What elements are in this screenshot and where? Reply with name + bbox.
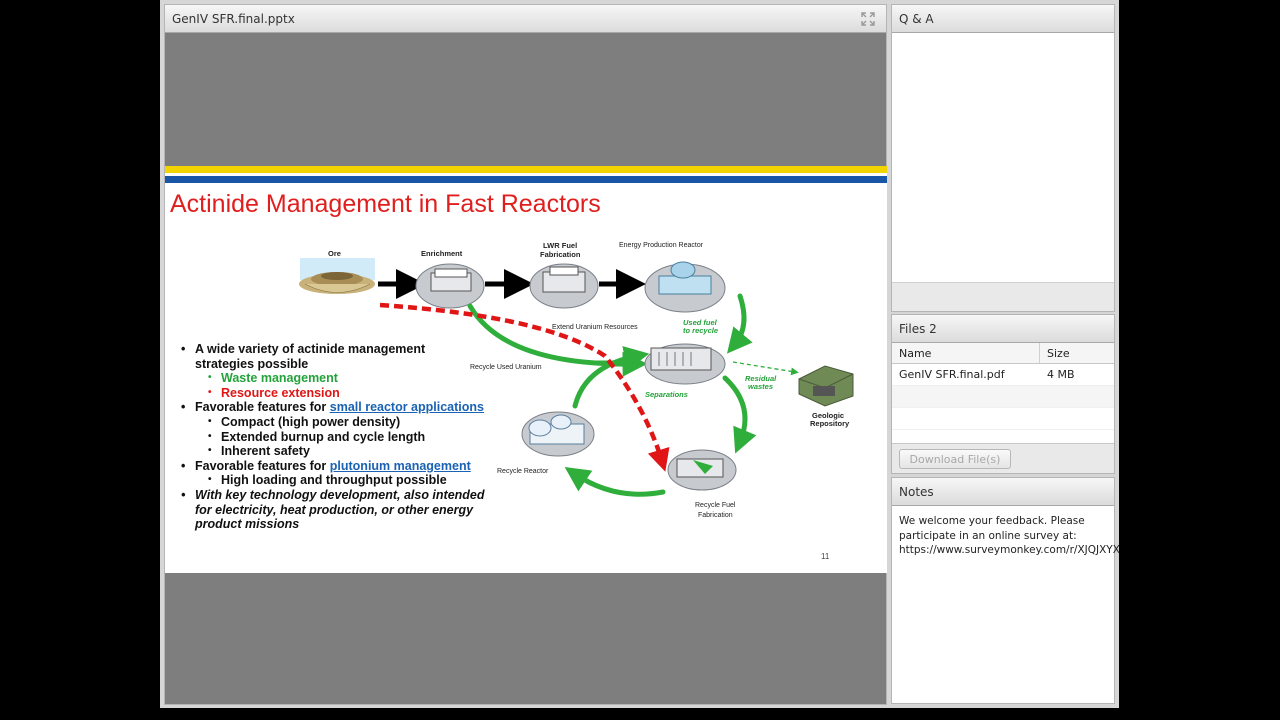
red-dashed-arrow <box>379 302 670 472</box>
label-lwr-line1: LWR Fuel <box>543 241 577 250</box>
bullet-1-line2: strategies possible <box>195 356 309 371</box>
label-separations: Separations <box>645 390 688 399</box>
slide-title: Actinide Management in Fast Reactors <box>170 190 601 218</box>
enrichment-facility-image <box>415 263 485 309</box>
presentation-pod: GenIV SFR.final.pptx Actinide Management… <box>164 4 887 705</box>
notes-line2: participate in an online survey at: <box>899 529 1077 542</box>
notes-line1: We welcome your feedback. Please <box>899 515 1085 527</box>
label-enrichment: Enrichment <box>421 249 463 258</box>
ore-image <box>299 258 375 294</box>
files-header-row: Name Size <box>892 343 1114 364</box>
empty-row <box>892 386 1114 408</box>
notes-pod: Notes We welcome your feedback. Please p… <box>891 477 1120 704</box>
bullet-4-line3: product missions <box>195 517 300 532</box>
fuel-cycle-diagram: Ore Enrichment LWR Fuel Fabrication Ener… <box>299 241 854 519</box>
label-recycle-fuel-line1: Recycle Fuel <box>695 502 736 509</box>
files-table: Name Size GenIV SFR.final.pdf 4 MB <box>892 343 1114 430</box>
label-residual-line1: Residual <box>745 374 777 383</box>
label-used-fuel-line1: Used fuel <box>683 318 718 327</box>
label-recycle-fuel-line2: Fabrication <box>698 512 733 519</box>
fullscreen-icon[interactable] <box>860 11 876 27</box>
slide: Actinide Management in Fast Reactors <box>165 166 887 573</box>
bullet-2-sub3: Inherent safety <box>179 444 519 459</box>
bullet-2-prefix: Favorable features for <box>195 400 330 415</box>
slide-header-band-blue <box>165 176 887 183</box>
bullet-2-sub2: Extended burnup and cycle length <box>179 430 519 445</box>
bullet-3: Favorable features for plutonium managem… <box>179 459 519 474</box>
bullet-1-sub2: Resource extension <box>179 386 519 401</box>
files-footer: Download File(s) <box>892 443 1114 473</box>
bullet-2: Favorable features for small reactor app… <box>179 400 519 415</box>
download-files-button[interactable]: Download File(s) <box>899 449 1011 469</box>
notes-survey-link[interactable]: https://www.surveymonkey.com/r/XJQJXYX <box>899 544 1120 557</box>
meeting-window: GenIV SFR.final.pptx Actinide Management… <box>160 0 1120 708</box>
file-name: GenIV SFR.final.pdf <box>899 368 1005 381</box>
lwr-fuel-fabrication-image <box>529 263 599 309</box>
bullet-4-line1: With key technology development, also in… <box>195 487 485 502</box>
green-recycle-arrows <box>467 293 757 497</box>
energy-reactor-image <box>644 261 726 313</box>
qa-pod: Q & A <box>891 4 1115 312</box>
column-header-name[interactable]: Name <box>892 343 1040 363</box>
files-title: Files 2 <box>899 321 937 336</box>
qa-title: Q & A <box>899 11 934 26</box>
file-size: 4 MB <box>1047 368 1075 381</box>
presentation-pod-header: GenIV SFR.final.pptx <box>165 5 886 33</box>
label-geologic-line2: Repository <box>810 419 850 428</box>
file-row[interactable]: GenIV SFR.final.pdf 4 MB <box>892 364 1114 386</box>
label-energy-reactor: Energy Production Reactor <box>619 242 704 249</box>
bullet-4-line2: for electricity, heat production, or oth… <box>195 502 474 517</box>
bullet-3-sub1: High loading and throughput possible <box>179 473 519 488</box>
notes-text: We welcome your feedback. Please partici… <box>899 514 1120 558</box>
label-lwr-line2: Fabrication <box>540 250 581 259</box>
notes-pod-header: Notes <box>892 478 1114 506</box>
bullet-3-prefix: Favorable features for <box>195 458 330 473</box>
qa-footer <box>892 283 1114 311</box>
plutonium-management-link[interactable]: plutonium management <box>329 458 471 473</box>
label-geologic-line1: Geologic <box>812 411 844 420</box>
bullet-1-line1: A wide variety of actinide management <box>195 342 426 356</box>
label-used-fuel-line2: to recycle <box>683 326 718 335</box>
notes-title: Notes <box>899 484 934 499</box>
presentation-title: GenIV SFR.final.pptx <box>172 11 295 26</box>
geologic-repository-image <box>798 365 854 407</box>
bullet-2-sub1: Compact (high power density) <box>179 415 519 430</box>
label-residual-line2: wastes <box>748 382 773 391</box>
files-pod-header: Files 2 <box>892 315 1114 343</box>
recycle-reactor-image <box>521 411 595 457</box>
bullet-4: With key technology development, also in… <box>179 488 519 532</box>
separations-facility-image <box>644 343 726 385</box>
column-header-size[interactable]: Size <box>1047 346 1070 360</box>
label-recycle-reactor: Recycle Reactor <box>497 468 549 475</box>
files-pod: Files 2 Name Size GenIV SFR.final.pdf 4 … <box>891 314 1115 474</box>
qa-message-area[interactable] <box>892 33 1114 283</box>
bullet-1: A wide variety of actinide management st… <box>179 342 519 371</box>
label-extend-uranium: Extend Uranium Resources <box>552 324 638 331</box>
qa-pod-header: Q & A <box>892 5 1114 33</box>
small-reactor-link[interactable]: small reactor applications <box>329 400 484 415</box>
residual-waste-arrow <box>732 361 799 376</box>
slide-number: 11 <box>821 552 830 561</box>
slide-header-band-yellow <box>165 166 887 173</box>
label-ore: Ore <box>328 249 341 258</box>
slide-bullets: A wide variety of actinide management st… <box>179 342 519 532</box>
bullet-1-sub1: Waste management <box>179 371 519 386</box>
empty-row <box>892 408 1114 430</box>
recycle-fuel-fabrication-image <box>667 449 737 491</box>
